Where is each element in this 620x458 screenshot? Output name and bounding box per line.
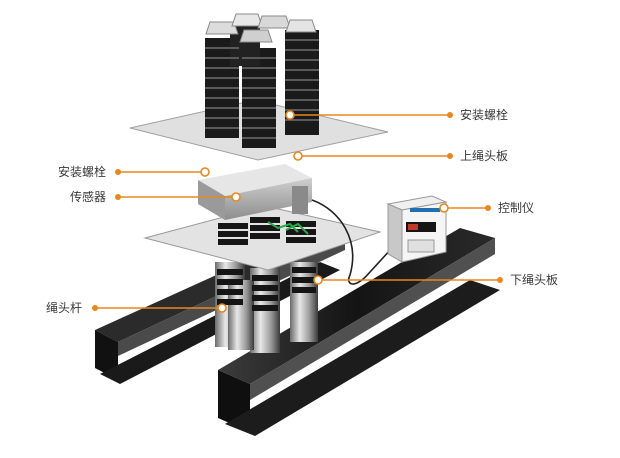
label-sensor: 传感器 <box>70 190 107 204</box>
sensor-cable <box>311 199 393 285</box>
callout-anchors <box>200 110 449 313</box>
label-bolt-top: 安装螺栓 <box>460 108 509 122</box>
lower-springs <box>217 267 316 311</box>
label-bolt-left: 安装螺栓 <box>58 165 107 179</box>
label-upper-plate: 上绳头板 <box>460 149 509 163</box>
green-wiring <box>267 221 309 235</box>
right-channel-beam <box>218 228 500 436</box>
callout-dots <box>92 112 503 311</box>
sensor-block <box>198 164 312 220</box>
controller-box <box>386 195 448 263</box>
bolt-heads <box>205 13 317 43</box>
callout-lines <box>95 114 500 309</box>
label-controller: 控制仪 <box>498 201 535 215</box>
label-rope-rod: 绳头杆 <box>46 301 83 315</box>
upper-springs <box>205 26 319 148</box>
label-lower-plate: 下绳头板 <box>510 273 559 287</box>
